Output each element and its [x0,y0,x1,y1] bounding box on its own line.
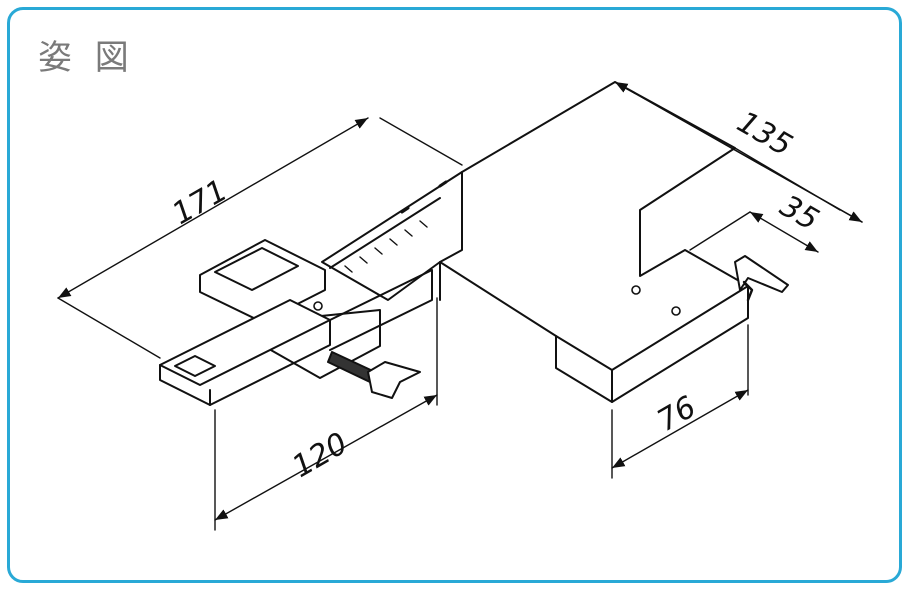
wing-bolt-left [327,351,421,399]
dim-171: 171 [167,173,234,232]
dim-135: 135 [731,105,798,164]
dim-120: 120 [287,426,354,485]
dimension-lines [57,81,863,531]
page-title: 姿 図 [38,38,135,78]
wing-bolt-right [734,255,789,302]
dim-76: 76 [652,390,703,439]
